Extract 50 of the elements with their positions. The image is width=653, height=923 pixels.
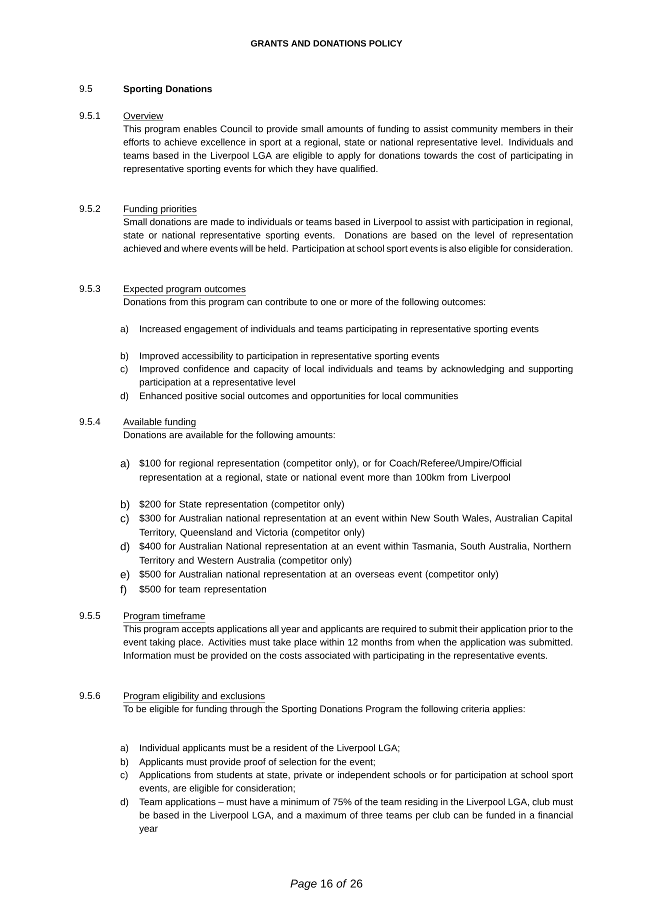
- list-item: $200 for State representation (competitor only): [139, 500, 344, 510]
- list-marker: a): [120, 459, 130, 470]
- section-number: 9.5.4: [80, 418, 100, 425]
- list-marker: e): [120, 570, 130, 580]
- list-item: Improved confidence and capacity of local individuals and teams by acknowledging and supporting participation at a representative level: [140, 365, 572, 388]
- subsection-heading: Funding priorities: [123, 205, 198, 216]
- list-item: Team applications – must have a minimum of 75% of the team residing in the Liverpool LGA, club must be based in the Liverpool LGA, and a maximum of three teams per club can be funded in a financial year: [139, 798, 574, 834]
- list-item: $100 for regional representation (competitor only), or for Coach/Referee/Umpire/Official representation at a regional, state or national event more than 100km from Liverpool: [139, 459, 522, 483]
- list-marker: c): [120, 365, 128, 374]
- section-number: 9.5: [80, 85, 92, 92]
- list-marker: a): [120, 325, 128, 334]
- paragraph: To be eligible for funding through the Sporting Donations Program the following criteria applies:: [123, 705, 525, 714]
- list-item: $300 for Australian national representation at an event within New South Wales, Australian Capital Territory, Queensland and Victoria (competitor only): [139, 514, 572, 538]
- paragraph: This program enables Council to provide small amounts of funding to assist community members in their efforts to achieve excellence in sport at a regional, state or national representative level. Individuals and teams based in the Liverpool LGA are eligible to apply for donations towards the cost of participating in representative sporting events for which they have qualified.: [123, 125, 573, 174]
- list-marker: a): [120, 744, 128, 754]
- list-item: $500 for team representation: [139, 585, 266, 594]
- section-number: 9.5.2: [80, 205, 100, 212]
- list-marker: f): [120, 585, 126, 596]
- paragraph: This program accepts applications all year and applicants are required to submit their application prior to the event taking place. Activities must take place within 12 months from when the application was submitted. Information must be provided on the costs associated with participating in the representative events.: [123, 625, 573, 661]
- subsection-heading: Overview: [123, 112, 164, 121]
- page-number: Page 16 of 26: [290, 879, 362, 890]
- section-number: 9.5.6: [80, 692, 100, 699]
- list-item: $400 for Australian National representation at an event within Tasmania, South Australia, Northern Territory and Western Australia (competitor only): [139, 542, 570, 566]
- subsection-heading: Available funding: [123, 418, 196, 429]
- list-item: Increased engagement of individuals and teams participating in representative sporting events: [140, 325, 538, 334]
- list-item: Applicants must provide proof of selection for the event;: [139, 758, 375, 768]
- list-marker: d): [120, 798, 128, 808]
- list-item: $500 for Australian national representation at an overseas event (competitor only): [139, 570, 498, 580]
- list-item: Applications from students at state, private or independent schools or for participation at school sport events, are eligible for consideration;: [139, 771, 574, 794]
- list-item: Enhanced positive social outcomes and opportunities for local communities: [140, 392, 458, 402]
- subsection-heading: Program timeframe: [123, 612, 206, 623]
- section-heading: Sporting Donations: [123, 85, 212, 94]
- list-item: Improved accessibility to participation in representative sporting events: [140, 352, 440, 362]
- section-number: 9.5.1: [80, 112, 100, 119]
- list-marker: b): [120, 500, 130, 510]
- list-marker: d): [120, 392, 128, 402]
- subsection-heading: Expected program outcomes: [123, 285, 246, 296]
- list-marker: d): [120, 542, 130, 552]
- list-item: Individual applicants must be a resident of the Liverpool LGA;: [140, 744, 400, 754]
- paragraph: Small donations are made to individuals or teams based in Liverpool to assist with participation in regional, state or national representative sporting events. Donations are based on the level of representation achieved and where events will be held. Participation at school sport events is also eligible for consideration.: [123, 218, 573, 254]
- section-number: 9.5.5: [80, 612, 100, 619]
- list-marker: c): [120, 771, 128, 780]
- paragraph: Donations are available for the following amounts:: [124, 431, 335, 440]
- list-marker: c): [120, 514, 129, 524]
- subsection-heading: Program eligibility and exclusions: [123, 692, 266, 703]
- paragraph: Donations from this program can contribute to one or more of the following outcomes:: [124, 298, 486, 308]
- section-number: 9.5.3: [80, 285, 100, 292]
- list-marker: b): [120, 758, 128, 768]
- list-marker: b): [120, 352, 128, 362]
- page-header: GRANTS AND DONATIONS POLICY: [250, 40, 402, 47]
